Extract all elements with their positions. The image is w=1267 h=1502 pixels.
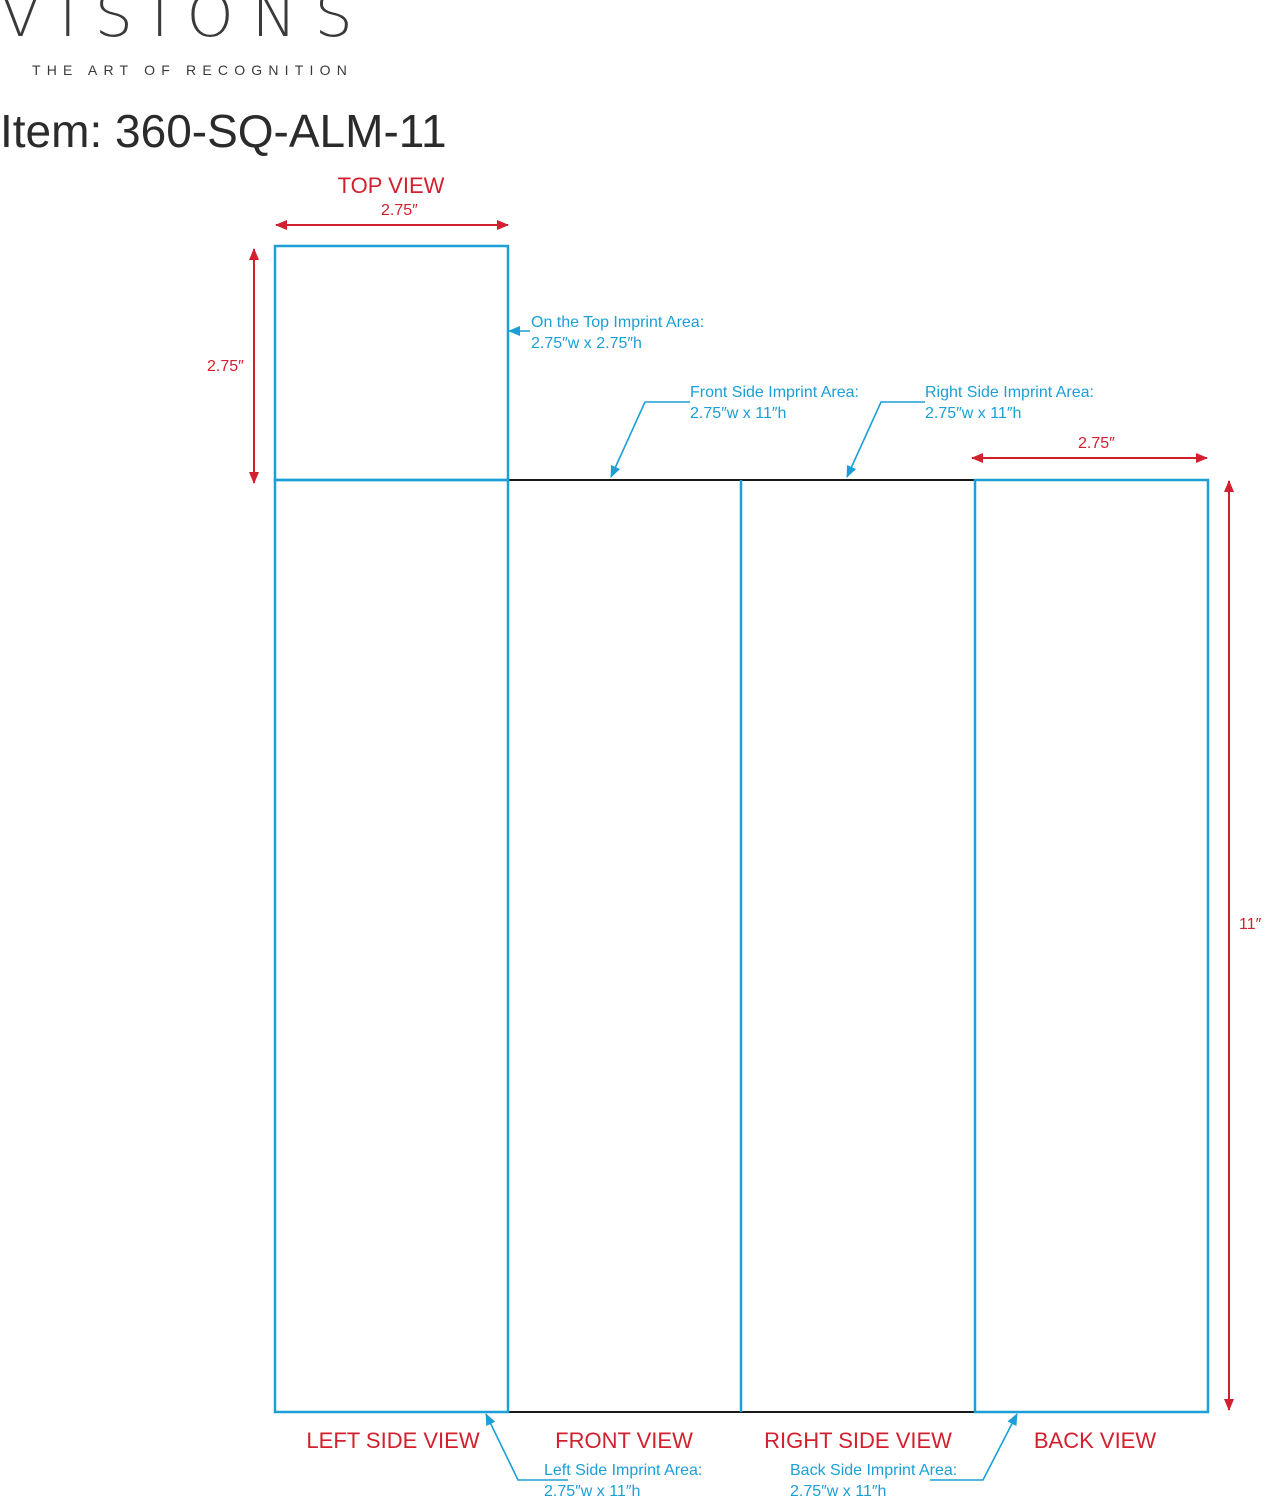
front-view-label: FRONT VIEW	[555, 1428, 693, 1453]
right-imprint-size: 2.75″w x 11″h	[925, 405, 1022, 422]
top-imprint-note: On the Top Imprint Area: 2.75″w x 2.75″h	[531, 312, 704, 354]
right-imprint-note: Right Side Imprint Area: 2.75″w x 11″h	[925, 382, 1094, 424]
right-imprint-leader	[846, 401, 925, 478]
top-height-label: 2.75″	[207, 358, 244, 375]
back-side-panel	[973, 478, 1210, 1414]
left-side-view-label: LEFT SIDE VIEW	[306, 1428, 480, 1453]
left-imprint-size: 2.75″w x 11″h	[544, 1483, 641, 1500]
left-side-panel	[273, 478, 510, 1414]
back-imprint-note: Back Side Imprint Area: 2.75″w x 11″h	[790, 1460, 957, 1502]
top-width-label: 2.75″	[381, 202, 418, 219]
back-imprint-title: Back Side Imprint Area:	[790, 1462, 958, 1479]
brand-tagline: THE ART OF RECOGNITION	[32, 62, 354, 78]
back-imprint-leader	[930, 1413, 1018, 1481]
left-imprint-note: Left Side Imprint Area: 2.75″w x 11″h	[544, 1460, 702, 1502]
back-imprint-size: 2.75″w x 11″h	[790, 1483, 887, 1500]
left-imprint-title: Left Side Imprint Area:	[544, 1462, 703, 1479]
front-imprint-note: Front Side Imprint Area: 2.75″w x 11″h	[690, 382, 859, 424]
right-imprint-title: Right Side Imprint Area:	[925, 384, 1094, 401]
front-imprint-title: Front Side Imprint Area:	[690, 384, 859, 401]
panel-height-label: 11″	[1239, 916, 1262, 933]
top-view-label: TOP VIEW	[337, 173, 445, 198]
top-imprint-size: 2.75″w x 2.75″h	[531, 335, 642, 352]
top-imprint-title: On the Top Imprint Area:	[531, 314, 705, 331]
left-imprint-leader	[485, 1413, 568, 1481]
item-title: Item: 360-SQ-ALM-11	[0, 105, 447, 157]
front-imprint-leader	[610, 401, 690, 478]
right-side-view-label: RIGHT SIDE VIEW	[764, 1428, 952, 1453]
brand-logo: VISIONS	[0, 0, 371, 51]
front-imprint-size: 2.75″w x 11″h	[690, 405, 787, 422]
top-view-panel	[273, 244, 510, 482]
back-view-label: BACK VIEW	[1033, 1428, 1157, 1453]
back-width-label: 2.75″	[1078, 435, 1115, 452]
